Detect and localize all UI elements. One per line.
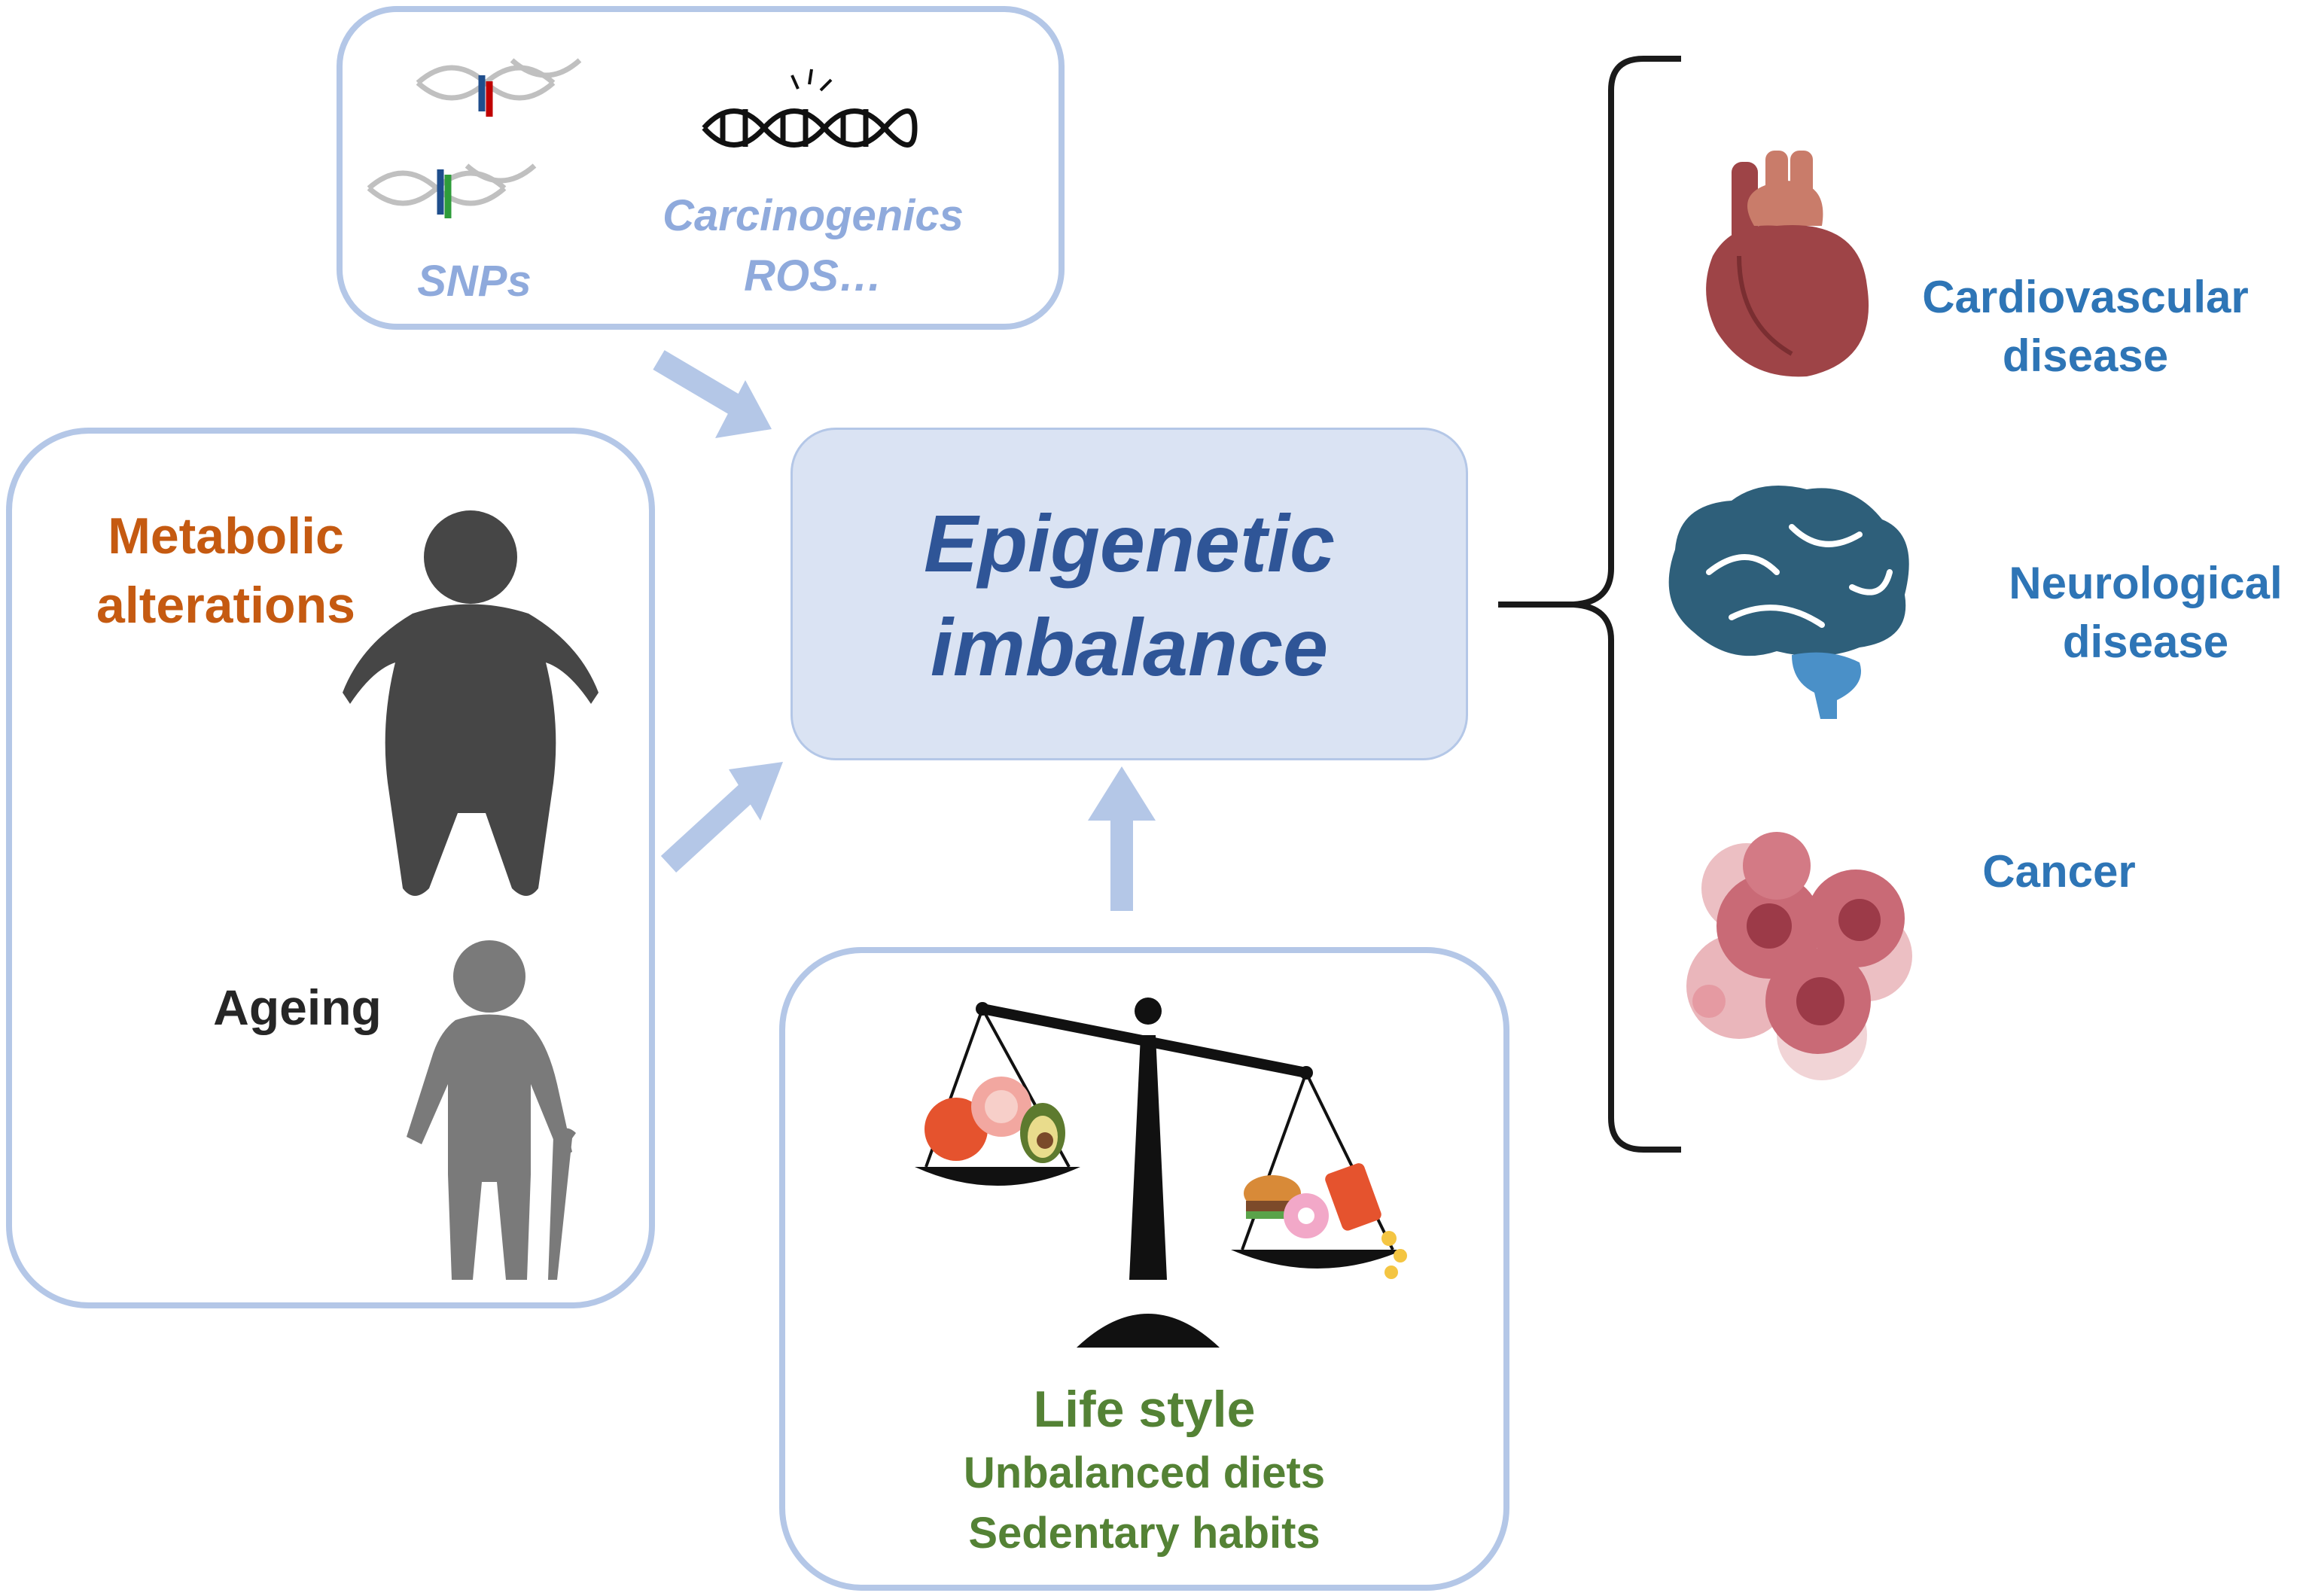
cardio-label-line1: Cardiovascular [1922, 272, 2249, 322]
lifestyle-title: Life style [1033, 1381, 1256, 1438]
ageing-label: Ageing [213, 979, 382, 1035]
arrow-from-lifestyle [1088, 766, 1156, 911]
dna-damage-icon [702, 69, 918, 148]
lifestyle-line1: Unbalanced diets [963, 1448, 1326, 1497]
junk-food-icon [1244, 1163, 1407, 1279]
healthy-food-icon [924, 1077, 1065, 1163]
arrow-from-metabolic [660, 762, 783, 873]
arrow-from-genetic [653, 350, 772, 438]
cancer-cells-icon [1686, 832, 1912, 1080]
carcinogenics-label: Carcinogenics [663, 191, 964, 240]
heart-icon [1706, 151, 1869, 377]
neuro-label-line1: Neurological [2009, 558, 2283, 608]
neuro-label-line2: disease [2062, 617, 2229, 667]
epigenetic-imbalance-box [790, 428, 1468, 760]
metabolic-label-line2: alterations [96, 577, 355, 634]
metabolic-label-line1: Metabolic [108, 507, 344, 565]
metabolic-ageing-box [6, 428, 655, 1308]
center-title-line2: imbalance [930, 602, 1329, 693]
disease-bracket [1498, 56, 1681, 1153]
obese-person-icon [343, 510, 599, 896]
center-title-line1: Epigenetic [923, 498, 1336, 589]
snps-label: SNPs [417, 257, 532, 306]
ros-label: ROS… [744, 251, 882, 300]
balance-scale-icon [915, 998, 1404, 1348]
elderly-person-icon [407, 940, 576, 1280]
lifestyle-line2: Sedentary habits [968, 1509, 1320, 1558]
genetic-factors-box [337, 6, 1065, 330]
cancer-label: Cancer [1982, 846, 2136, 897]
brain-icon [1668, 486, 1909, 719]
cardio-label-line2: disease [2002, 330, 2169, 381]
dna-snp-icon [367, 58, 582, 218]
